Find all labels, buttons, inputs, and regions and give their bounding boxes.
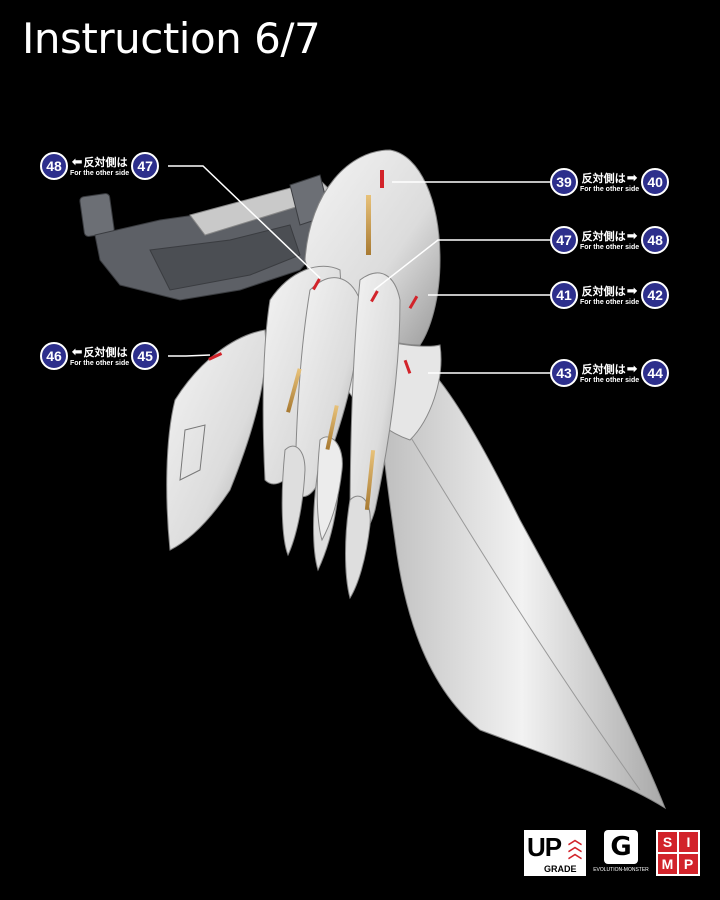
callout-jp: 反対側は <box>581 362 626 376</box>
page-title: Instruction 6/7 <box>22 14 321 63</box>
callout-sub: For the other side <box>70 359 130 367</box>
main-blade <box>378 329 667 810</box>
brand-logos: UP ︿︿︿ GRADE G EVOLUTION-MONSTER S I M P <box>524 830 700 876</box>
leader-lines <box>168 165 550 374</box>
callout-43-44: 43 反対側は ➡ For the other side 44 <box>550 359 670 387</box>
arrow-right-icon: ➡ <box>626 228 638 244</box>
callout-sub: For the other side <box>580 185 640 193</box>
arrow-left-icon: ⬅ <box>71 344 83 360</box>
part-number: 41 <box>550 281 578 309</box>
callout-46-45: 46 ⬅ 反対側は For the other side 45 <box>40 342 160 370</box>
part-number: 48 <box>641 226 670 254</box>
part-number: 48 <box>40 152 68 180</box>
callout-41-42: 41 反対側は ➡ For the other side 42 <box>550 281 670 309</box>
callout-jp: 反対側は <box>581 284 626 298</box>
part-number: 46 <box>40 342 68 370</box>
callout-39-40: 39 反対側は ➡ For the other side 40 <box>550 168 670 196</box>
callout-sub: For the other side <box>70 169 130 177</box>
gold-details <box>286 195 376 511</box>
upgrade-logo: UP ︿︿︿ GRADE <box>524 830 586 876</box>
simp-logo: S I M P <box>656 830 700 876</box>
callout-jp: 反対側は <box>581 229 626 243</box>
callout-47-48: 47 反対側は ➡ For the other side 48 <box>550 226 670 254</box>
red-decals <box>208 170 419 374</box>
part-number: 45 <box>131 342 160 370</box>
callout-sub: For the other side <box>580 376 640 384</box>
part-number: 42 <box>641 281 670 309</box>
evolution-monster-logo: G EVOLUTION-MONSTER <box>593 830 649 873</box>
feather-group <box>262 265 401 600</box>
part-number: 43 <box>550 359 578 387</box>
grey-arm <box>79 174 336 301</box>
callout-jp: 反対側は <box>83 345 128 359</box>
part-number: 44 <box>641 359 670 387</box>
arrow-right-icon: ➡ <box>626 283 638 299</box>
arrow-left-icon: ⬅ <box>71 154 83 170</box>
chevron-up-icon: ︿︿︿ <box>568 831 582 861</box>
arrow-right-icon: ➡ <box>626 361 638 377</box>
part-number: 47 <box>550 226 578 254</box>
callout-sub: For the other side <box>580 243 640 251</box>
callout-jp: 反対側は <box>581 171 626 185</box>
part-number: 47 <box>131 152 160 180</box>
callout-jp: 反対側は <box>83 155 128 169</box>
arrow-right-icon: ➡ <box>626 170 638 186</box>
feather-left <box>166 329 267 551</box>
part-number: 39 <box>550 168 578 196</box>
part-number: 40 <box>641 168 670 196</box>
callout-48-47: 48 ⬅ 反対側は For the other side 47 <box>40 152 160 180</box>
callout-sub: For the other side <box>580 298 640 306</box>
